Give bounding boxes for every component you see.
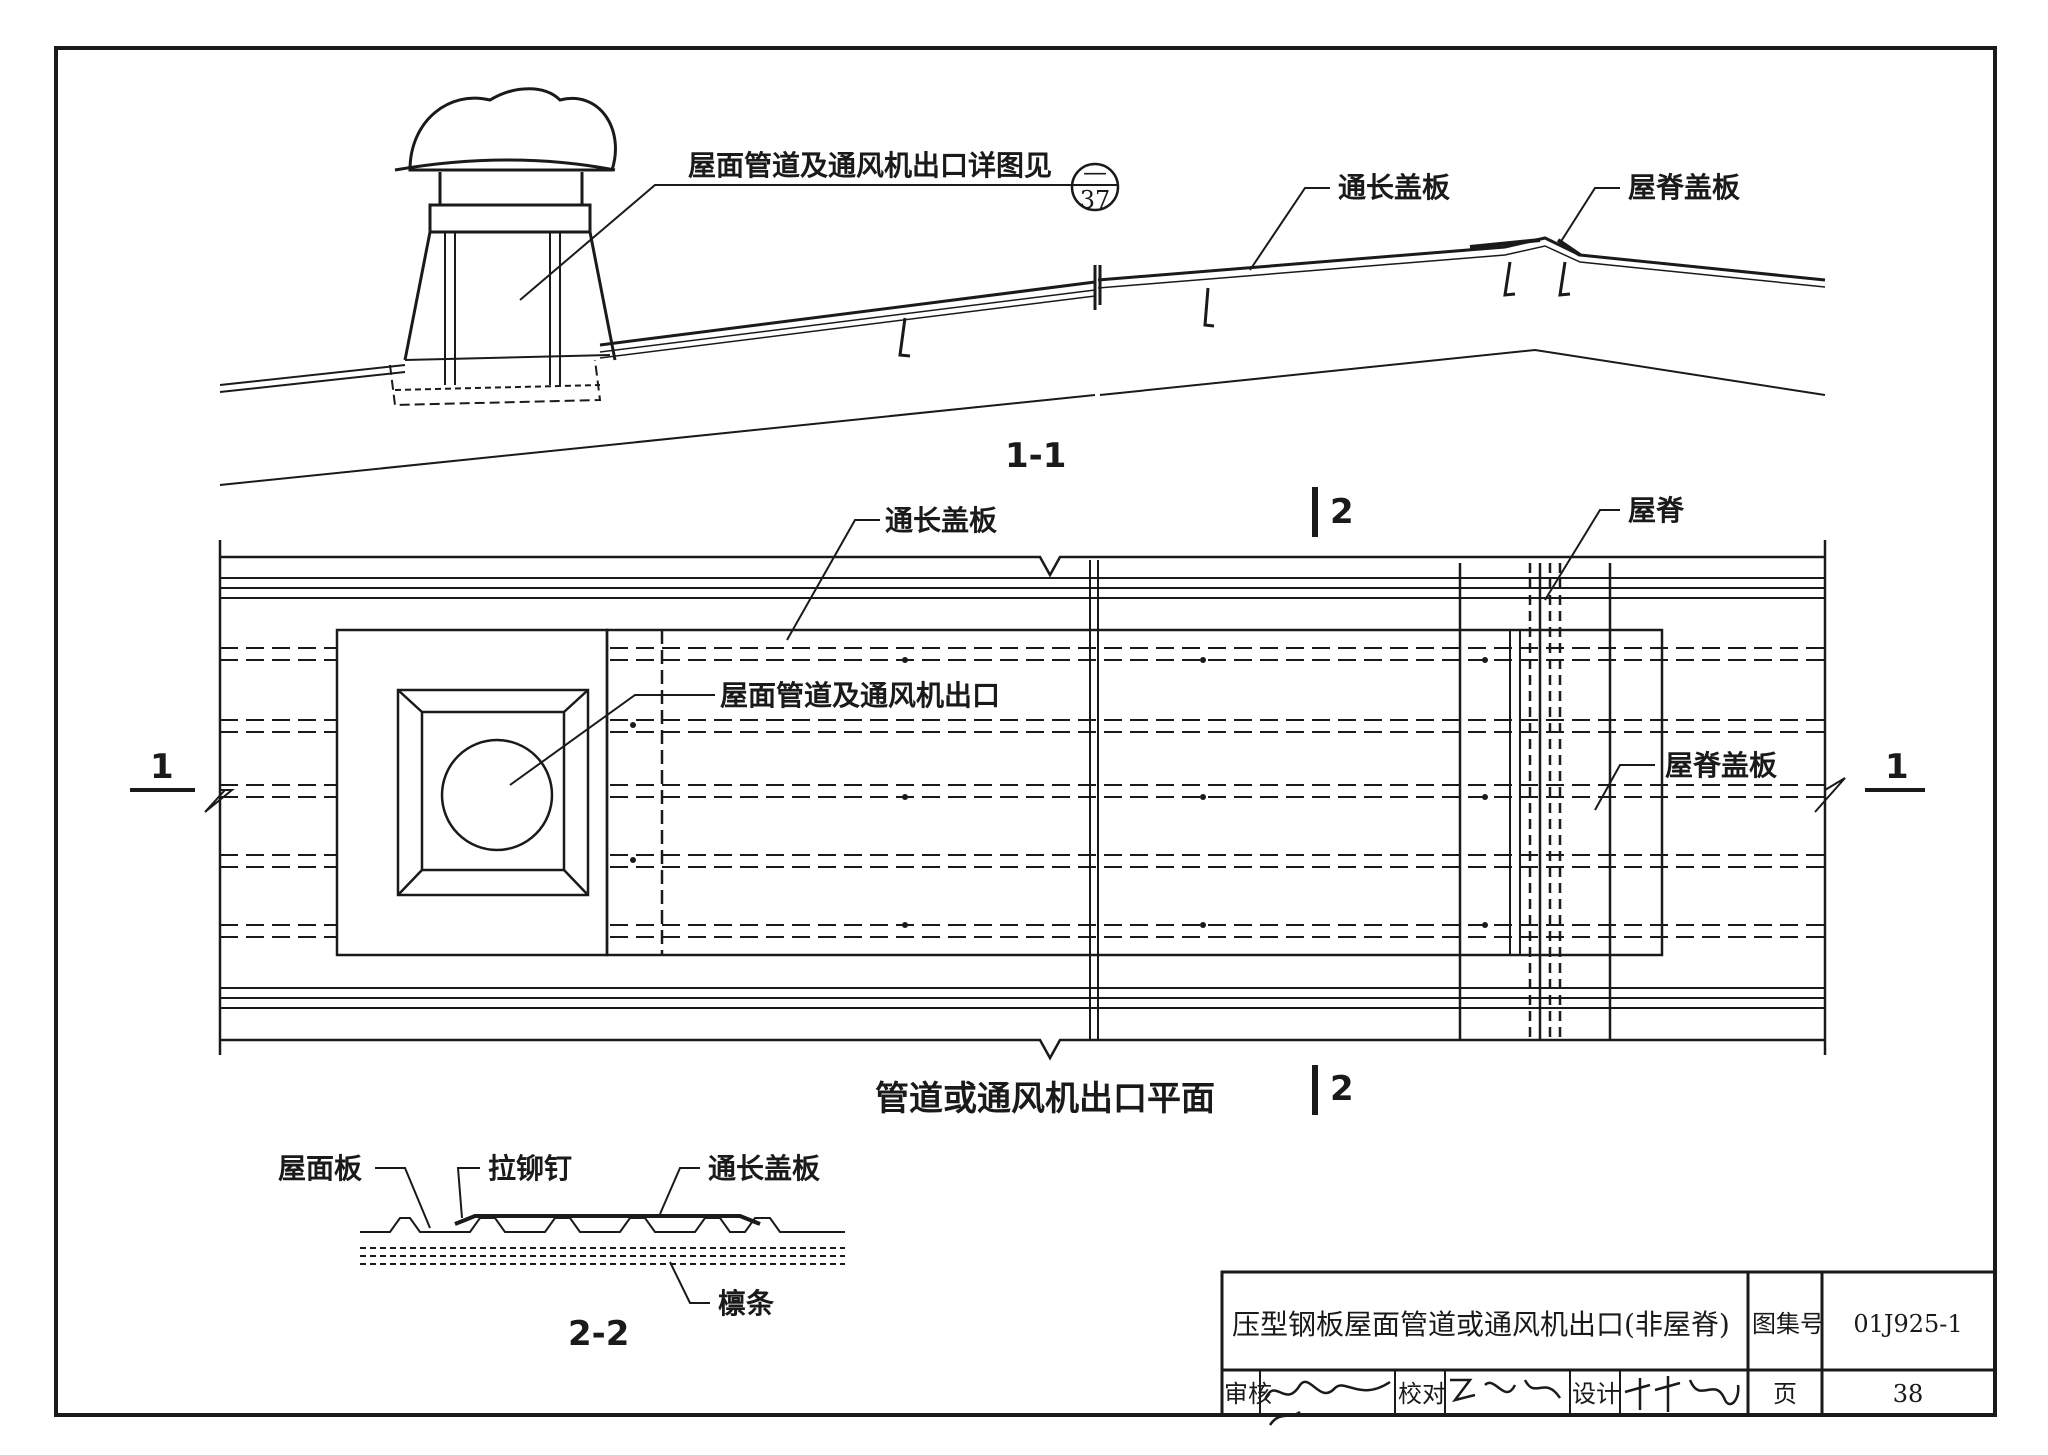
cover-plate-section <box>599 236 1826 359</box>
break-symbol-right <box>1814 777 1846 813</box>
roof-panel-label: 屋面板 <box>278 1152 362 1185</box>
plan-title: 管道或通风机出口平面 <box>875 1079 1215 1119</box>
check-label: 校对 <box>1398 1380 1446 1408</box>
detail-ref-top: — <box>1083 158 1107 186</box>
leader-purlin <box>669 1261 710 1304</box>
section-2-2-drawing: 屋面板 拉铆钉 通长盖板 檩条 2-2 <box>278 1152 845 1354</box>
cover-plan-label: 通长盖板 <box>885 504 997 537</box>
leader-ridge-cover-top <box>1559 187 1620 244</box>
rivet-label: 拉铆钉 <box>488 1152 572 1185</box>
leader-ridge-cover-plan <box>1594 764 1655 811</box>
designer-signature <box>1624 1376 1740 1412</box>
detail-ref-bottom: 37 <box>1080 186 1111 214</box>
break-symbol-left <box>204 789 235 813</box>
break-mark <box>1093 265 1102 310</box>
outlet-circle <box>440 738 554 852</box>
cover-22-label: 通长盖板 <box>708 1152 820 1185</box>
section-mark-2-top-label: 2 <box>1330 492 1354 532</box>
section-2-2-lines <box>360 1214 845 1265</box>
leader-cover-22 <box>659 1167 700 1215</box>
leader-ridge-plan <box>1544 509 1620 601</box>
section-1-1-drawing: 屋面管道及通风机出口详图见 — 37 通长盖板 屋脊盖板 1-1 <box>219 87 1826 486</box>
leader-roof-panel <box>375 1167 431 1229</box>
leader-rivet <box>456 1167 480 1219</box>
detail-note-label: 屋面管道及通风机出口详图见 <box>688 149 1052 182</box>
leader-outlet-plan <box>509 694 715 786</box>
title-block: 压型钢板屋面管道或通风机出口(非屋脊) 图集号 01J925-1 审核 校对 设… <box>1220 1270 1997 1426</box>
purlins <box>898 261 1571 358</box>
atlas-number: 01J925-1 <box>1853 1310 1962 1338</box>
rivets <box>630 657 1488 928</box>
section-mark-2-bottom-label: 2 <box>1330 1069 1354 1109</box>
purlin-label: 檩条 <box>718 1287 774 1320</box>
ridge-cover-plan-label: 屋脊盖板 <box>1665 749 1777 782</box>
outlet-flashing <box>335 628 609 957</box>
outlet-plan-label: 屋面管道及通风机出口 <box>720 679 1000 712</box>
title-block-title: 压型钢板屋面管道或通风机出口(非屋脊) <box>1232 1308 1730 1341</box>
leader-detail-note <box>519 184 1075 301</box>
plan-drawing: 2 2 <box>130 487 1925 1119</box>
detail-ref-bubble: — 37 <box>1070 158 1120 214</box>
roof-panel-left <box>219 364 406 393</box>
reviewer-signature <box>1263 1380 1391 1426</box>
leader-cover-top <box>1249 187 1330 271</box>
cover-plate-plan <box>605 563 1664 1040</box>
atlas-label: 图集号 <box>1752 1310 1824 1338</box>
cover-top-label: 通长盖板 <box>1338 171 1450 204</box>
section-mark-1-left-label: 1 <box>150 747 174 787</box>
page-number: 38 <box>1893 1380 1924 1408</box>
checker-signature <box>1450 1378 1562 1403</box>
sheet-border <box>54 46 1997 1417</box>
ridge-cover-top-label: 屋脊盖板 <box>1628 171 1740 204</box>
ceiling-line <box>219 348 1826 486</box>
section-2-2-title: 2-2 <box>568 1314 629 1354</box>
ventilator-hood <box>389 87 617 407</box>
section-1-1-title: 1-1 <box>1005 436 1066 476</box>
review-label: 审核 <box>1224 1380 1272 1408</box>
ridge-plan-label: 屋脊 <box>1628 494 1685 527</box>
page-label: 页 <box>1773 1380 1797 1408</box>
section-mark-1-right-label: 1 <box>1885 747 1909 787</box>
design-label: 设计 <box>1572 1380 1620 1408</box>
leader-cover-plan <box>786 519 880 641</box>
